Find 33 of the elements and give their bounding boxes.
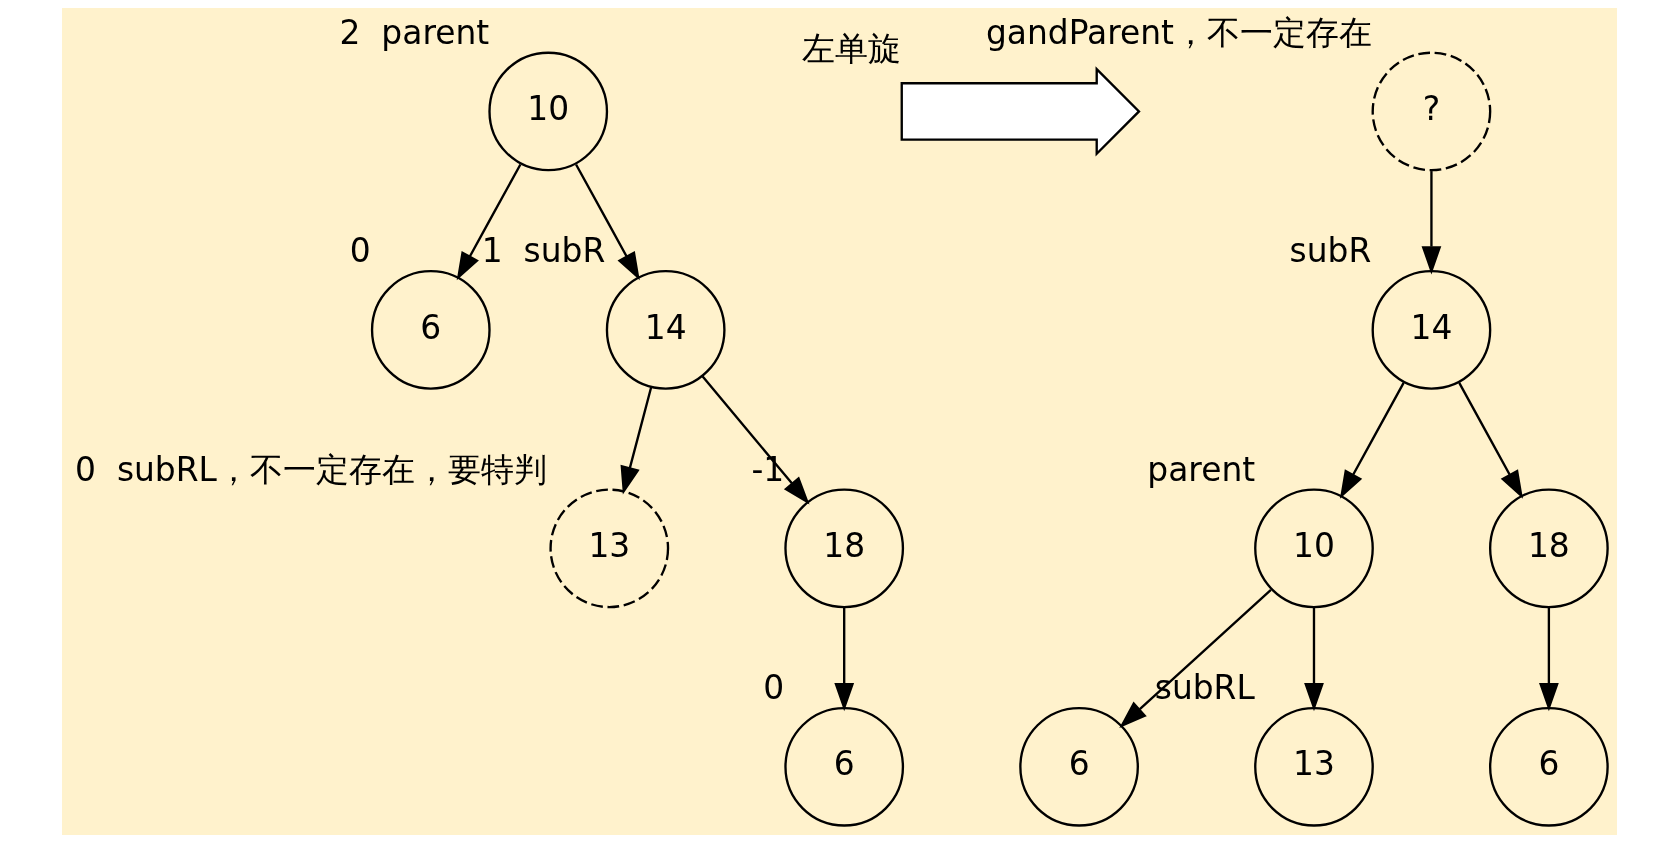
- node-label: 左单旋: [801, 29, 901, 69]
- arrow: [1421, 171, 1441, 275]
- node-label: 0 subRL，不一定存在，要特判: [74, 449, 547, 489]
- node-label: gandParent，不一定存在: [985, 12, 1372, 52]
- arrow: [833, 608, 854, 712]
- node-circle: 10: [487, 51, 608, 172]
- node-arrow: [900, 66, 1141, 157]
- node-circle: 18: [1488, 488, 1609, 609]
- node-circle: 6: [1018, 706, 1139, 827]
- node-circle: ?: [1371, 51, 1491, 172]
- arrow: [620, 387, 652, 495]
- node-circle: 18: [783, 488, 904, 609]
- arrow: [1339, 382, 1405, 499]
- arrow: [456, 163, 521, 281]
- node-circle: 14: [1371, 270, 1491, 390]
- node-circle: 13: [548, 488, 669, 609]
- arrow: [574, 163, 640, 281]
- node-label: subR: [1289, 231, 1371, 271]
- node-circle: 14: [605, 270, 726, 390]
- node-circle: 6: [370, 270, 491, 390]
- node-label: 0: [762, 668, 784, 708]
- arrow: [1457, 382, 1523, 499]
- node-label: 0: [349, 231, 371, 271]
- arrow: [701, 375, 810, 505]
- node-circle: 6: [783, 706, 904, 827]
- node-label: parent: [1146, 449, 1255, 489]
- arrow: [1303, 608, 1324, 712]
- node-circle: 6: [1488, 706, 1609, 827]
- node-label: 2 parent: [339, 12, 489, 52]
- arrow: [1538, 608, 1559, 712]
- node-circle: 13: [1253, 706, 1374, 827]
- node-circle: 10: [1253, 488, 1374, 609]
- node-label: 1 subR: [481, 231, 605, 271]
